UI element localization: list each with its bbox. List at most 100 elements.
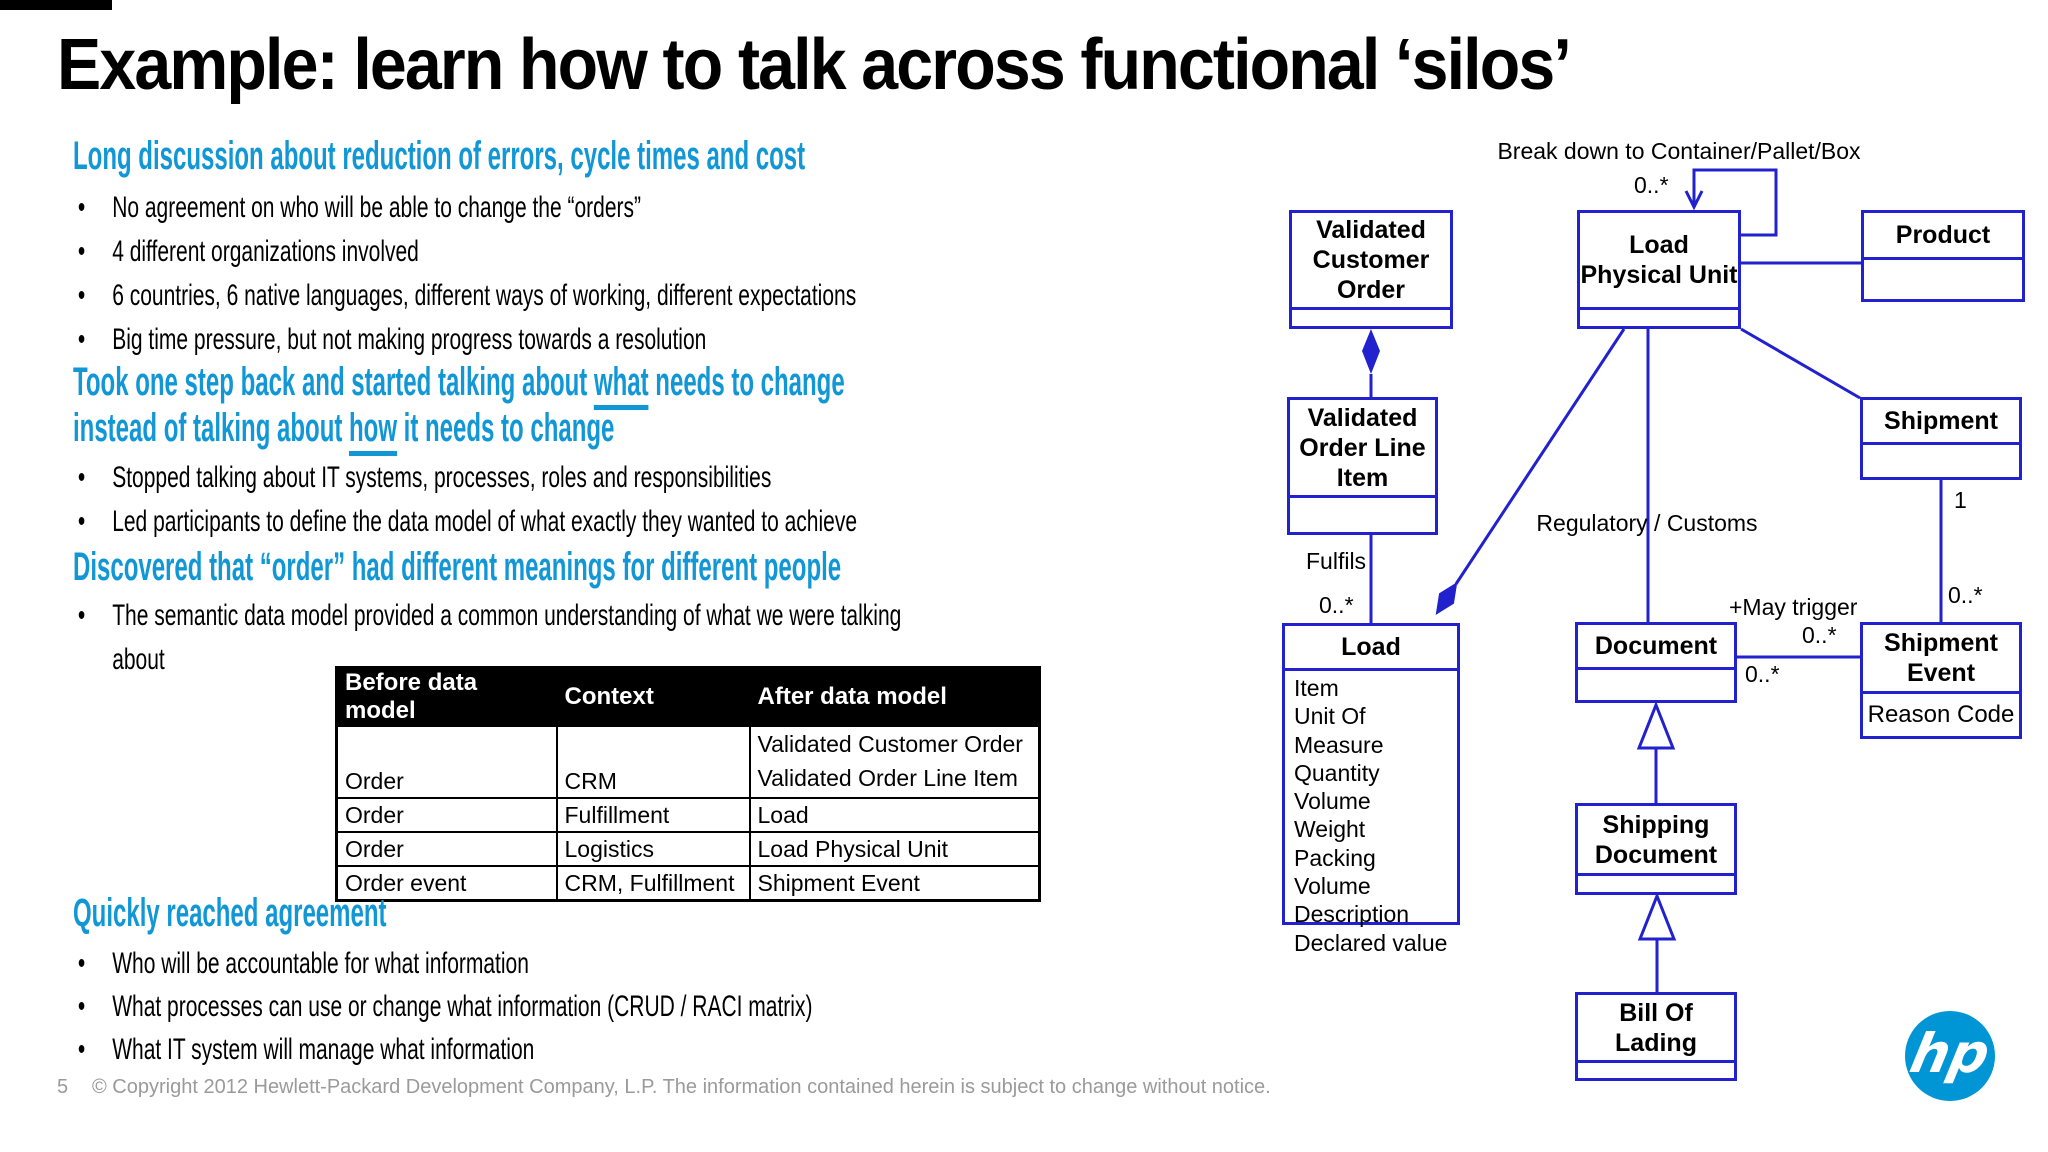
uml-box-title: Shipment Event bbox=[1884, 629, 1998, 687]
uml-attribute: Packing bbox=[1294, 844, 1376, 871]
aggregation-diamond-icon bbox=[1435, 581, 1458, 616]
label-regulatory-customs: Regulatory / Customs bbox=[1536, 510, 1758, 536]
uml-box-validated-order-line-item: Validated Order Line Item bbox=[1287, 397, 1438, 535]
label-multiplicity-shipment-se: 0..* bbox=[1948, 582, 1983, 608]
label-multiplicity-self: 0..* bbox=[1634, 172, 1669, 198]
page-number: 5 bbox=[57, 1076, 69, 1098]
bullet-item: What IT system will manage what informat… bbox=[73, 1028, 534, 1072]
uml-box-title: Shipping Document bbox=[1594, 810, 1718, 869]
heading-text: needs to change bbox=[648, 360, 845, 404]
table-cell: Load Physical Unit bbox=[748, 831, 1041, 867]
bullet-item: The semantic data model provided a commo… bbox=[73, 594, 910, 682]
uml-box-title: Product bbox=[1895, 221, 1991, 249]
uml-box-compartment bbox=[1863, 442, 2019, 477]
table-cell: Load bbox=[748, 797, 1041, 833]
uml-attribute: Declared value bbox=[1294, 929, 1448, 956]
uml-box-title: Validated Customer Order bbox=[1312, 216, 1430, 304]
uml-box-compartment bbox=[1578, 667, 1734, 700]
before-after-mapping-table: Before data model Context After data mod… bbox=[335, 666, 1041, 902]
uml-box-compartment bbox=[1290, 495, 1435, 532]
uml-box-shipment: Shipment bbox=[1860, 397, 2022, 480]
uml-box-shipment-event: Shipment Event Reason Code bbox=[1860, 622, 2022, 739]
table-header-after: After data model bbox=[748, 666, 1041, 727]
section-heading-took-one-step-line1: Took one step back and started talking a… bbox=[73, 360, 845, 410]
table-cell: Order bbox=[335, 831, 558, 867]
footer-copyright: © Copyright 2012 Hewlett-Packard Develop… bbox=[92, 1076, 1271, 1098]
label-multiplicity-doc-se-top: 0..* bbox=[1802, 622, 1837, 648]
uml-attribute: Weight bbox=[1294, 816, 1366, 843]
heading-text: it needs to change bbox=[397, 406, 615, 450]
bullet-item: Who will be accountable for what informa… bbox=[73, 942, 529, 986]
table-header-context: Context bbox=[555, 666, 751, 727]
uml-box-title: Load bbox=[1341, 633, 1401, 661]
generalization-triangle-icon bbox=[1637, 891, 1677, 941]
uml-attribute: Item bbox=[1294, 675, 1339, 701]
corner-mark bbox=[0, 0, 112, 10]
label-multiplicity-doc-se-bottom: 0..* bbox=[1745, 661, 1780, 687]
uml-box-compartment bbox=[1292, 307, 1450, 326]
uml-box-shipping-document: Shipping Document bbox=[1575, 803, 1737, 895]
uml-box-title: Bill Of Lading bbox=[1615, 998, 1697, 1057]
table-cell: Logistics bbox=[555, 831, 751, 867]
table-cell: Shipment Event bbox=[748, 865, 1041, 902]
table-cell: Validated Customer Order Validated Order… bbox=[748, 725, 1041, 799]
uml-box-load: Load Item Unit Of Measure Quantity Volum… bbox=[1282, 623, 1460, 956]
uml-box-compartment bbox=[1578, 873, 1734, 892]
uml-box-title: Shipment bbox=[1884, 407, 1998, 435]
table-row: Order event CRM, Fulfillment Shipment Ev… bbox=[335, 865, 1041, 902]
table-cell: Order bbox=[335, 725, 558, 799]
bullet-item: What processes can use or change what in… bbox=[73, 985, 813, 1029]
uml-attribute: Volume bbox=[1294, 873, 1371, 900]
uml-attribute: Reason Code bbox=[1867, 701, 2015, 728]
uml-box-compartment bbox=[1580, 307, 1738, 326]
table-cell: Order event bbox=[335, 865, 558, 902]
uml-attribute: Unit Of Measure bbox=[1294, 703, 1384, 758]
aggregation-line-lpu-load bbox=[1454, 328, 1626, 585]
uml-box-title: Document bbox=[1594, 632, 1718, 660]
uml-box-compartment bbox=[1864, 257, 2022, 299]
uml-box-validated-customer-order: Validated Customer Order bbox=[1289, 210, 1453, 329]
table-cell: CRM bbox=[555, 725, 751, 799]
uml-box-title: Validated Order Line Item bbox=[1299, 403, 1426, 492]
table-row: Order Fulfillment Load bbox=[335, 797, 1041, 833]
section-heading-discovered: Discovered that “order” had different me… bbox=[73, 545, 842, 589]
label-fulfils: Fulfils bbox=[1306, 548, 1367, 574]
heading-text: Took one step back and started talking a… bbox=[73, 360, 594, 404]
bullet-item: 6 countries, 6 native languages, differe… bbox=[73, 274, 856, 318]
table-header-before: Before data model bbox=[335, 666, 558, 727]
underlined-word-what: what bbox=[593, 360, 649, 410]
uml-box-attributes: Reason Code bbox=[1863, 691, 2019, 736]
uml-attribute: Quantity bbox=[1294, 759, 1380, 786]
hp-logo-text: hp bbox=[1905, 1021, 1996, 1085]
uml-attribute: Description bbox=[1294, 901, 1410, 928]
label-break-down: Break down to Container/Pallet/Box bbox=[1497, 138, 1861, 164]
composition-diamond-icon bbox=[1362, 329, 1380, 374]
table-row: Order CRM Validated Customer Order Valid… bbox=[335, 725, 1041, 799]
heading-text: instead of talking about bbox=[73, 406, 350, 450]
table-cell: Order bbox=[335, 797, 558, 833]
label-may-trigger: +May trigger bbox=[1729, 594, 1858, 620]
uml-box-product: Product bbox=[1861, 210, 2025, 302]
section-heading-long-discussion: Long discussion about reduction of error… bbox=[73, 134, 806, 178]
uml-box-title: Load Physical Unit bbox=[1580, 231, 1738, 289]
section-heading-took-one-step-line2: instead of talking about how it needs to… bbox=[73, 406, 615, 456]
uml-box-bill-of-lading: Bill Of Lading bbox=[1575, 992, 1737, 1081]
table-cell: CRM, Fulfillment bbox=[555, 865, 751, 902]
bullet-item: Led participants to define the data mode… bbox=[73, 500, 857, 544]
arrowhead-icon bbox=[1684, 190, 1704, 211]
label-multiplicity-fulfils: 0..* bbox=[1319, 592, 1354, 618]
generalization-triangle-icon bbox=[1636, 700, 1676, 750]
uml-attribute: Volume bbox=[1294, 788, 1371, 815]
label-multiplicity-one: 1 bbox=[1954, 487, 1967, 513]
table-header-row: Before data model Context After data mod… bbox=[335, 666, 1041, 727]
page-title: Example: learn how to talk across functi… bbox=[57, 25, 1572, 105]
section-heading-quickly-reached: Quickly reached agreement bbox=[73, 891, 387, 935]
bullet-item: No agreement on who will be able to chan… bbox=[73, 186, 641, 230]
association-line-lpu-shipment bbox=[1740, 327, 1861, 400]
bullet-item: Big time pressure, but not making progre… bbox=[73, 318, 706, 362]
hp-logo: hp bbox=[1905, 1011, 1996, 1101]
bullet-item: 4 different organizations involved bbox=[73, 230, 419, 274]
uml-box-load-physical-unit: Load Physical Unit bbox=[1577, 210, 1741, 329]
underlined-word-how: how bbox=[349, 406, 398, 456]
